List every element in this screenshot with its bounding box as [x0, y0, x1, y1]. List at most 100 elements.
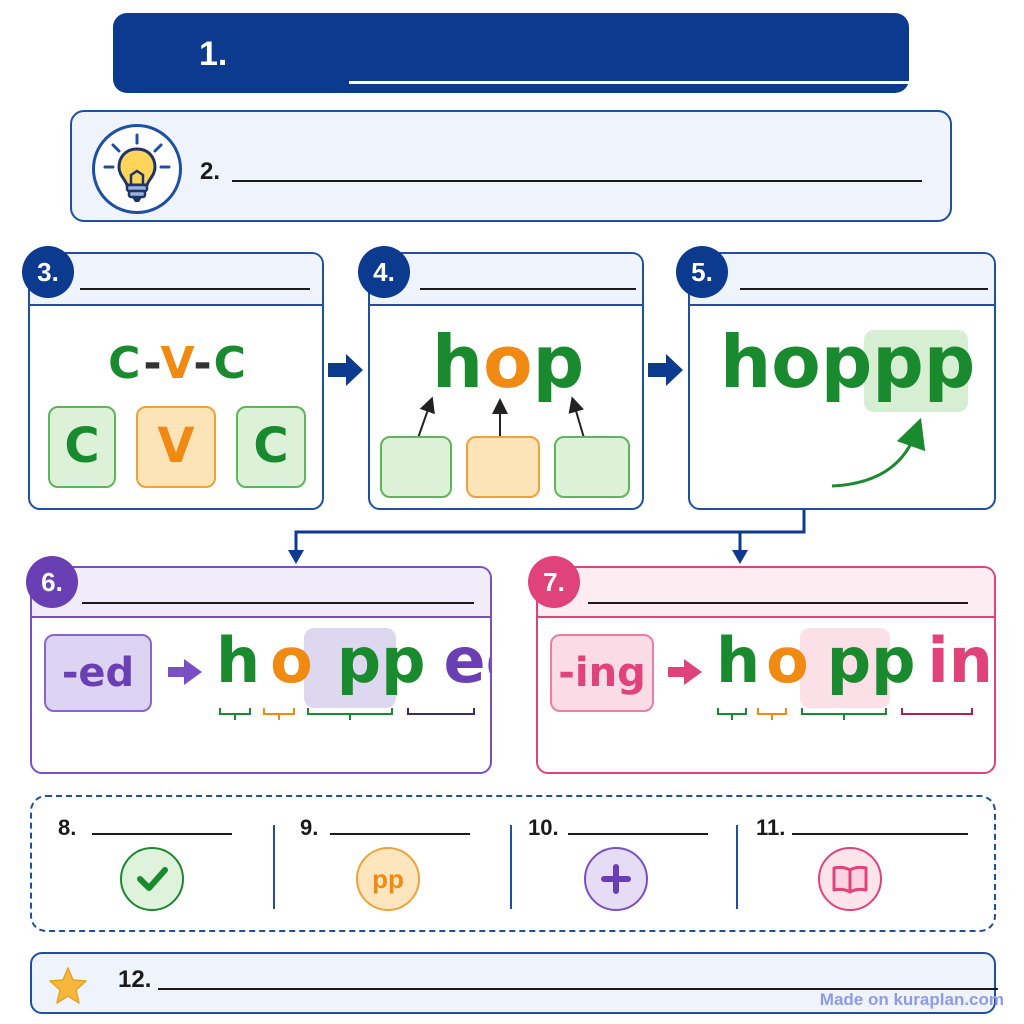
- arrow-right-icon: [668, 659, 702, 685]
- part-o: o: [766, 624, 809, 697]
- ed-suffix-label: -ed: [61, 650, 135, 696]
- tip-10: 10.: [512, 797, 738, 930]
- step-6-blank-line: [82, 602, 474, 604]
- word-hoppp: hoppp: [720, 320, 980, 404]
- book-icon: [818, 847, 882, 911]
- title-bar: 1.: [113, 13, 989, 93]
- letter-h: h: [431, 320, 484, 404]
- star-icon: [49, 967, 87, 1004]
- pattern-dash-2: -: [193, 338, 214, 389]
- step-5-panel: hoppp: [688, 252, 996, 510]
- step-7-panel: -ing hopping: [536, 566, 996, 774]
- part-ed: ed: [443, 624, 490, 697]
- step-6-header: [32, 568, 490, 618]
- step-6-panel: -ed hopped: [30, 566, 492, 774]
- word-hop: hop: [370, 320, 642, 404]
- part-brackets: [219, 708, 475, 720]
- step-3-panel: C-V-C C V C: [28, 252, 324, 510]
- consonant-box-1: C: [48, 406, 116, 488]
- tip-11: 11.: [738, 797, 994, 930]
- arrow-right-icon: [328, 354, 363, 386]
- footer-number: 12.: [118, 966, 152, 993]
- step-7-blank-line: [588, 602, 968, 604]
- branch-connector: [288, 510, 806, 564]
- tip-divider-2: [510, 825, 512, 909]
- pattern-c2: C: [213, 338, 248, 389]
- step-4-blank-line: [420, 288, 636, 290]
- step-5-blank-line: [740, 288, 988, 290]
- tip-10-number: 10.: [528, 815, 559, 840]
- tip-11-blank-line: [792, 833, 968, 835]
- tip-bar: 2.: [70, 110, 952, 222]
- pp-icon: pp: [356, 847, 420, 911]
- vowel-box: V: [136, 406, 216, 488]
- part-brackets: [717, 708, 973, 720]
- tip-blank-line: [232, 180, 922, 182]
- consonant-box-2-label: C: [253, 418, 289, 474]
- word-hop-base: hop: [720, 320, 873, 404]
- part-h: h: [716, 624, 761, 697]
- plus-icon: [584, 847, 648, 911]
- step-4-badge: 4.: [358, 246, 410, 298]
- ing-suffix-label: -ing: [558, 650, 646, 696]
- part-pp: pp: [336, 624, 426, 697]
- consonant-box-1-label: C: [64, 418, 100, 474]
- letter-o: o: [483, 320, 533, 404]
- tip-8-number: 8.: [58, 815, 77, 840]
- step-3-blank-line: [80, 288, 310, 290]
- ed-suffix-box: -ed: [44, 634, 152, 712]
- letter-p: p: [532, 320, 585, 404]
- watermark: Made on kuraplan.com: [819, 990, 1004, 1009]
- tip-9-number: 9.: [300, 815, 319, 840]
- part-o: o: [270, 624, 313, 697]
- curved-arrow-icon: [831, 417, 926, 488]
- part-ing: ing: [927, 624, 994, 697]
- o-box: [466, 436, 540, 498]
- step-7-badge: 7.: [528, 556, 580, 608]
- tip-11-number: 11.: [756, 815, 786, 840]
- tip-divider-3: [736, 825, 738, 909]
- step-6-badge: 6.: [26, 556, 78, 608]
- checkmark-icon: [120, 847, 184, 911]
- title-blank-line: [349, 81, 989, 84]
- pattern-v: V: [160, 338, 194, 389]
- cvc-pattern: C-V-C: [30, 338, 322, 389]
- tip-9: 9. pp: [276, 797, 510, 930]
- step-3-header: [30, 254, 322, 306]
- tip-9-blank-line: [330, 833, 470, 835]
- pp-highlight: [800, 628, 890, 708]
- footer-blank-line: [158, 988, 998, 990]
- step-5-badge: 5.: [676, 246, 728, 298]
- footer-bar: 12.: [30, 952, 998, 1014]
- doubled-pp-highlight: [864, 330, 968, 412]
- doubled-pp: pp: [872, 320, 976, 404]
- consonant-box-2: C: [236, 406, 306, 488]
- pattern-dash-1: -: [143, 338, 161, 389]
- h-box: [380, 436, 452, 498]
- pattern-c1: C: [108, 338, 144, 389]
- title-number: 1.: [199, 35, 228, 73]
- pp-highlight: [304, 628, 396, 708]
- step-5-header: [690, 254, 994, 306]
- ing-suffix-box: -ing: [550, 634, 654, 712]
- tip-10-blank-line: [568, 833, 708, 835]
- lightbulb-icon: [92, 124, 182, 214]
- step-7-header: [538, 568, 994, 618]
- p-box: [554, 436, 630, 498]
- tip-divider-1: [273, 825, 275, 909]
- part-pp: pp: [826, 624, 916, 697]
- arrow-right-icon: [168, 659, 202, 685]
- tip-8: 8.: [32, 797, 272, 930]
- tip-8-blank-line: [92, 833, 232, 835]
- vowel-box-label: V: [157, 418, 195, 474]
- tip-number: 2.: [200, 158, 221, 185]
- step-4-header: [370, 254, 642, 306]
- pointer-arrows: [417, 396, 585, 439]
- tips-row: 8. 9. pp 10. 11.: [30, 795, 996, 932]
- arrow-right-icon: [648, 354, 683, 386]
- part-h: h: [216, 624, 261, 697]
- step-4-panel: hop: [368, 252, 644, 510]
- step-3-badge: 3.: [22, 246, 74, 298]
- word-hopping: hopping: [716, 624, 994, 697]
- word-hopped: hopped: [216, 624, 490, 697]
